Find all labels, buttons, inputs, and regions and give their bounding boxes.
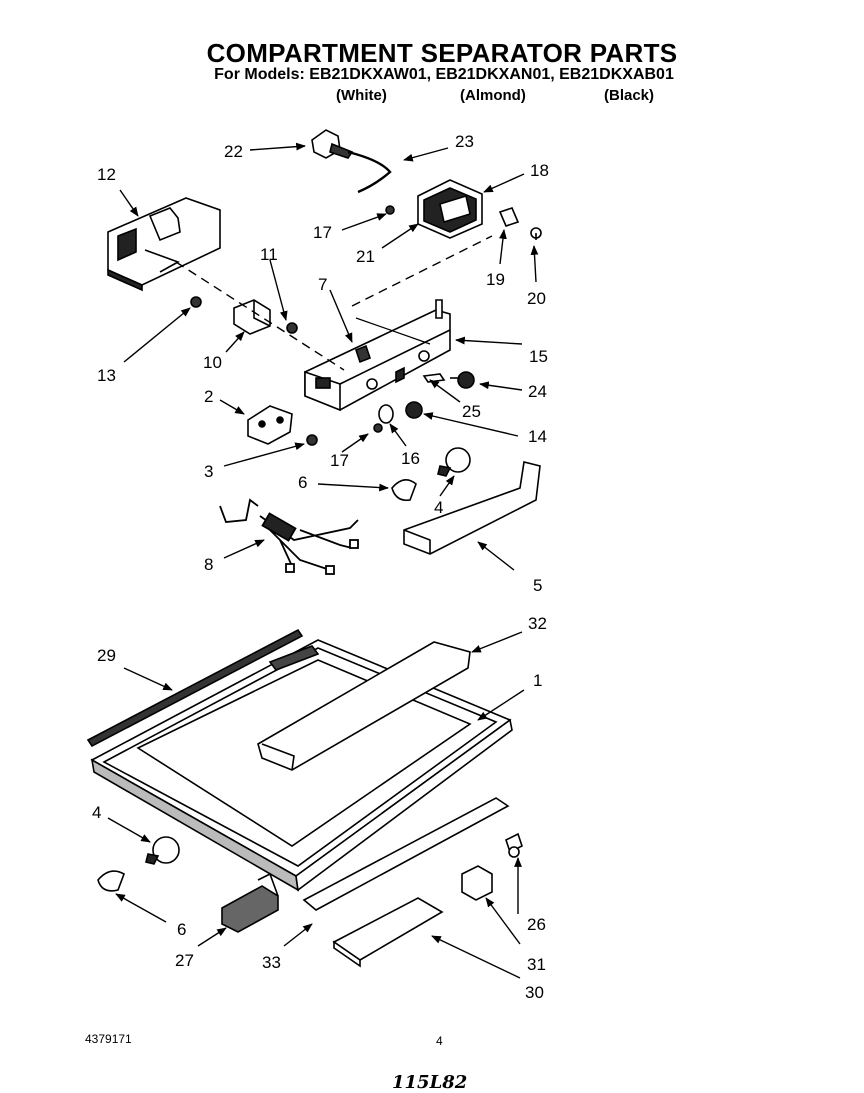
callout-15: 15 — [529, 347, 548, 366]
part-10-switch — [233, 299, 271, 335]
part-17-screw-upper — [385, 205, 395, 215]
callout-20: 20 — [527, 289, 546, 308]
callout-13: 13 — [97, 366, 116, 385]
part-6-lens-upper — [391, 479, 417, 502]
callout-4-upper: 4 — [434, 498, 443, 517]
part-31-clip — [461, 865, 493, 901]
callout-2: 2 — [204, 387, 213, 406]
callout-24: 24 — [528, 382, 547, 401]
callout-12: 12 — [97, 165, 116, 184]
callout-6-lower: 6 — [177, 920, 186, 939]
callout-30: 30 — [525, 983, 544, 1002]
part-13-screw — [190, 296, 202, 308]
callout-29: 29 — [97, 646, 116, 665]
callout-1: 1 — [533, 671, 542, 690]
part-4-bulb-lower — [145, 836, 180, 865]
callout-21: 21 — [356, 247, 375, 266]
document-number: 4379171 — [85, 1032, 132, 1046]
part-33-rail — [302, 797, 510, 911]
callout-14: 14 — [528, 427, 547, 446]
callout-17-upper: 17 — [313, 223, 332, 242]
part-25-retainer — [422, 373, 446, 383]
part-30-plate — [332, 897, 444, 968]
part-8-wire-harness — [219, 498, 359, 575]
part-23-wire — [347, 150, 392, 194]
part-12-control-housing — [107, 197, 221, 292]
page-title: COMPARTMENT SEPARATOR PARTS — [206, 38, 678, 68]
callout-10: 10 — [203, 353, 222, 372]
part-24-knob — [450, 371, 475, 389]
callout-8: 8 — [204, 555, 213, 574]
color-white: (White) — [336, 87, 387, 104]
callout-11: 11 — [260, 245, 278, 264]
callout-17-lower: 17 — [330, 451, 349, 470]
part-19-bulb — [498, 207, 520, 227]
color-almond: (Almond) — [460, 87, 526, 104]
part-22-sensor — [311, 129, 354, 159]
part-3-screw — [306, 434, 318, 446]
page-number: 4 — [436, 1034, 443, 1048]
callout-22: 22 — [224, 142, 243, 161]
part-7-clip — [355, 344, 371, 364]
dash-line-left — [175, 261, 345, 371]
part-2-bracket — [247, 405, 293, 445]
callout-23: 23 — [455, 132, 474, 151]
callout-32: 32 — [528, 614, 547, 633]
callout-25: 25 — [462, 402, 481, 421]
part-26-bolt — [505, 832, 523, 858]
callout-33: 33 — [262, 953, 281, 972]
callout-4-lower: 4 — [92, 803, 101, 822]
part-20-screw — [530, 227, 542, 240]
handwritten-note: 115L82 — [392, 1072, 468, 1093]
part-27-grille — [221, 872, 279, 933]
callout-26: 26 — [527, 915, 546, 934]
part-15-separator-bracket — [304, 299, 451, 412]
part-16-lens — [378, 404, 394, 424]
callout-31: 31 — [527, 955, 546, 974]
model-list: For Models: EB21DKXAW01, EB21DKXAN01, EB… — [214, 66, 674, 83]
callout-3: 3 — [204, 462, 213, 481]
part-4-bulb-upper — [437, 447, 471, 477]
callout-16: 16 — [401, 449, 420, 468]
part-17-screw-lower — [373, 423, 383, 433]
callout-19: 19 — [486, 270, 505, 289]
callout-27: 27 — [175, 951, 194, 970]
callout-6-upper: 6 — [298, 473, 307, 492]
color-black: (Black) — [604, 87, 655, 104]
part-5-trim — [403, 461, 541, 555]
callout-18: 18 — [530, 161, 549, 180]
part-32-handle — [257, 641, 471, 771]
part-29-strip — [86, 628, 304, 748]
callout-7: 7 — [318, 275, 327, 294]
part-6-lens-lower — [97, 870, 125, 892]
part-11-screw — [286, 322, 298, 334]
callout-5: 5 — [533, 576, 542, 595]
part-14-knob — [405, 401, 423, 419]
dash-line-right — [351, 235, 493, 307]
part-18-socket-housing — [417, 179, 483, 239]
